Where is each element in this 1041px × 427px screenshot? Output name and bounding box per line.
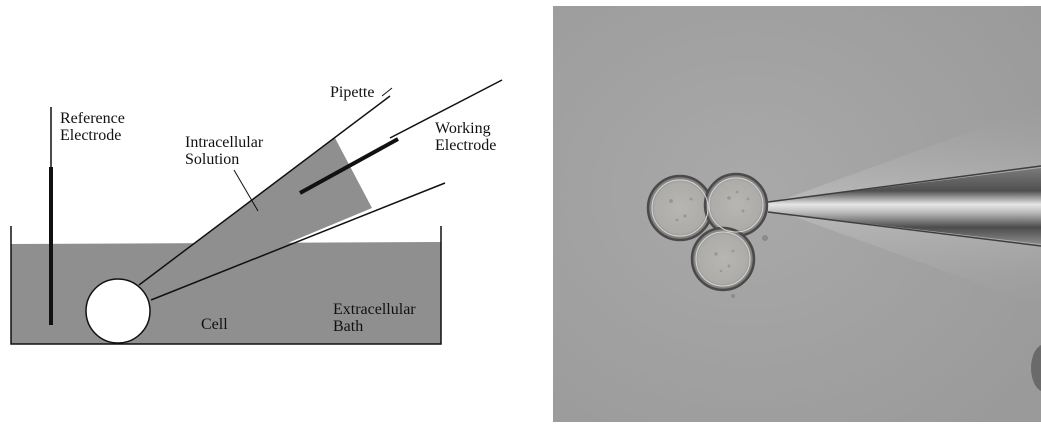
working-electrode-label: Working Electrode (435, 120, 496, 154)
reference-electrode-label: Reference Electrode (60, 110, 125, 144)
cell-label: Cell (201, 316, 228, 333)
cell-left (648, 176, 712, 240)
debris (762, 235, 768, 241)
schematic-drawing (0, 0, 548, 422)
pipette-leader-line (382, 88, 392, 96)
cell-right (705, 174, 767, 236)
patch-clamp-schematic: Reference Electrode Pipette Intracellula… (0, 0, 548, 422)
intracellular-solution-label: Intracellular Solution (185, 134, 263, 168)
pipette-label: Pipette (330, 84, 374, 101)
cell-bottom (692, 228, 754, 290)
micrograph (553, 6, 1041, 422)
micrograph-image (553, 6, 1041, 422)
extracellular-bath-label: Extracellular Bath (333, 301, 416, 335)
cell (86, 279, 150, 343)
debris (731, 294, 735, 298)
